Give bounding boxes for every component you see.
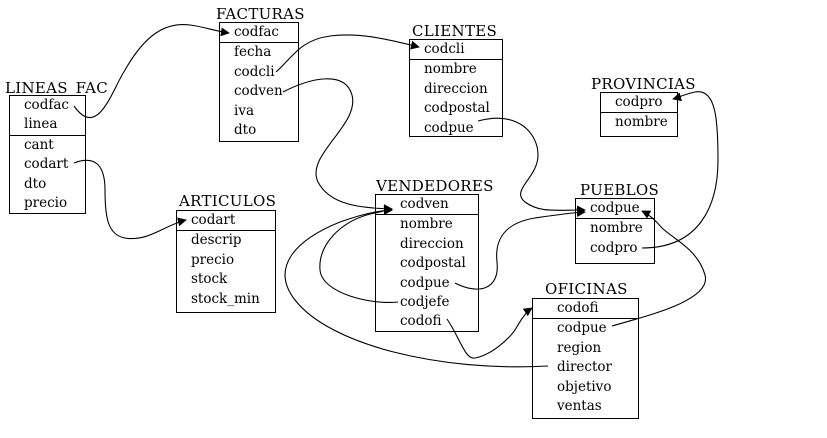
field-codpro: codpro <box>590 239 638 256</box>
table-lineas-fac: codfac linea cant codart dto precio <box>9 95 86 214</box>
attribute-section: nombre direccion codpostal codpue codjef… <box>376 215 478 331</box>
field-codfac: codfac <box>234 24 279 40</box>
field-cant: cant <box>24 136 54 153</box>
key-section: codofi <box>533 299 638 320</box>
table-title-lineas-fac: LINEAS_FAC <box>5 79 108 97</box>
link-oficinas-codpue-to-pueblos <box>611 210 706 327</box>
field-codofi: codofi <box>557 300 599 316</box>
link-oficinas-director-to-vendedores <box>284 205 549 368</box>
link-facturas-codcli-to-clientes <box>275 34 420 73</box>
link-clientes-codpue-to-pueblos <box>477 117 586 215</box>
attribute-section: nombre codpro <box>576 219 654 258</box>
field-linea: linea <box>24 116 58 133</box>
field-codpostal: codpostal <box>400 255 466 272</box>
field-direccion: direccion <box>424 80 488 97</box>
link-facturas-codven-to-vendedores <box>282 78 393 214</box>
table-oficinas: codofi codpue region director objetivo v… <box>532 298 639 419</box>
field-stock: stock <box>191 271 228 288</box>
attribute-section: descrip precio stock stock_min <box>177 231 275 309</box>
table-title-clientes: CLIENTES <box>412 22 498 40</box>
table-pueblos: codpue nombre codpro <box>575 198 655 264</box>
attribute-section: nombre <box>601 113 677 132</box>
field-codart: codart <box>24 156 69 173</box>
field-dto: dto <box>24 175 47 192</box>
field-region: region <box>557 339 602 356</box>
field-codfac: codfac <box>24 97 69 113</box>
table-vendedores: codven nombre direccion codpostal codpue… <box>375 194 479 332</box>
table-title-pueblos: PUEBLOS <box>580 181 660 199</box>
field-codcli: codcli <box>424 41 465 57</box>
field-director: director <box>557 359 612 376</box>
field-codpro: codpro <box>615 94 663 110</box>
field-direccion: direccion <box>400 235 464 252</box>
key-section: codpro <box>601 93 677 114</box>
link-vendedores-codpue-to-pueblos <box>454 207 586 290</box>
field-codpue: codpue <box>400 274 450 291</box>
key-section: codfac <box>220 23 298 44</box>
field-codpue: codpue <box>557 320 607 337</box>
link-lineasfac-codart-to-articulos <box>73 159 187 240</box>
table-title-vendedores: VENDEDORES <box>376 177 494 195</box>
field-codart: codart <box>191 212 236 228</box>
table-title-facturas: FACTURAS <box>216 5 305 23</box>
field-dto: dto <box>234 121 257 138</box>
field-codofi: codofi <box>400 313 442 330</box>
table-provincias: codpro nombre <box>600 92 678 137</box>
table-title-oficinas: OFICINAS <box>545 280 628 298</box>
key-section: codcli <box>410 40 502 61</box>
field-codven: codven <box>234 83 283 100</box>
link-vendedores-codofi-to-oficinas <box>446 307 533 359</box>
field-fecha: fecha <box>234 44 272 61</box>
field-ventas: ventas <box>557 397 602 414</box>
field-iva: iva <box>234 102 254 119</box>
field-precio: precio <box>24 194 68 211</box>
field-codpue: codpue <box>590 200 640 216</box>
key-section: codfac linea <box>10 96 85 136</box>
table-articulos: codart descrip precio stock stock_min <box>176 210 276 313</box>
field-nombre: nombre <box>424 61 477 78</box>
link-pueblos-codpro-to-provincias <box>641 91 719 249</box>
key-section: codpue <box>576 199 654 220</box>
field-codven: codven <box>400 196 449 212</box>
field-nombre: nombre <box>615 114 668 131</box>
attribute-section: codpue region director objetivo ventas <box>533 319 638 416</box>
field-objetivo: objetivo <box>557 378 612 395</box>
table-clientes: codcli nombre direccion codpostal codpue <box>409 39 503 137</box>
field-descrip: descrip <box>191 232 242 249</box>
attribute-section: nombre direccion codpostal codpue <box>410 60 502 138</box>
attribute-section: cant codart dto precio <box>10 136 85 214</box>
field-codjefe: codjefe <box>400 293 450 310</box>
link-lineasfac-codfac-to-facturas <box>73 24 230 118</box>
field-precio: precio <box>191 251 235 268</box>
field-codcli: codcli <box>234 63 275 80</box>
table-title-provincias: PROVINCIAS <box>591 75 696 93</box>
field-nombre: nombre <box>590 220 643 237</box>
link-vendedores-codjefe-to-codven <box>319 205 399 303</box>
table-facturas: codfac fecha codcli codven iva dto <box>219 22 299 142</box>
field-codpostal: codpostal <box>424 100 490 117</box>
table-title-articulos: ARTICULOS <box>179 192 277 210</box>
field-codpue: codpue <box>424 119 474 136</box>
field-stock-min: stock_min <box>191 290 260 307</box>
key-section: codart <box>177 211 275 232</box>
key-section: codven <box>376 195 478 216</box>
field-nombre: nombre <box>400 216 453 233</box>
attribute-section: fecha codcli codven iva dto <box>220 43 298 140</box>
